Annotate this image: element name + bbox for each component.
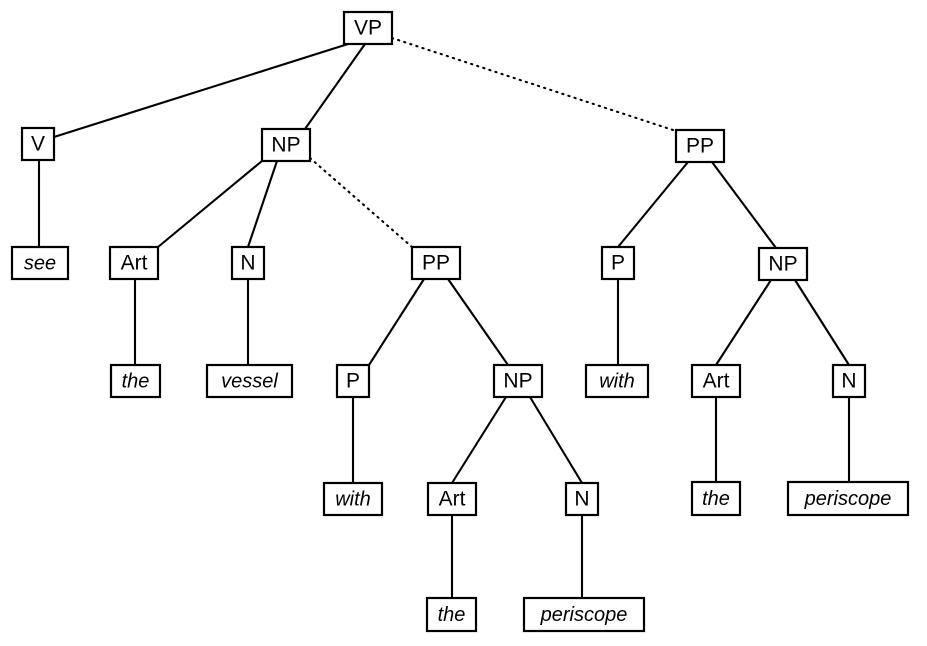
tree-node-art-right: Art <box>690 363 742 399</box>
node-label-art-right: Art <box>703 370 730 393</box>
node-label-np-right: NP <box>768 253 797 276</box>
tree-node-see: see <box>10 245 70 281</box>
node-box-np-low <box>492 363 544 399</box>
node-box-art-low <box>426 481 478 517</box>
node-label-art1: Art <box>121 252 148 275</box>
node-box-art1 <box>108 245 160 281</box>
tree-node-with-right: with <box>584 363 650 399</box>
tree-node-n-low: N <box>564 481 600 517</box>
tree-node-p-right: P <box>600 245 636 281</box>
node-box-with-low <box>322 481 384 517</box>
node-label-n1: N <box>240 252 255 275</box>
node-label-p-low: P <box>346 370 360 393</box>
node-label-vp: VP <box>354 17 382 40</box>
tree-edge-pp-right-to-p-right <box>617 161 689 248</box>
node-label-the1: the <box>122 370 150 392</box>
node-box-np1 <box>260 127 312 163</box>
tree-node-np1: NP <box>260 127 312 163</box>
tree-edge-vp-to-v <box>53 42 349 139</box>
node-label-the-low: the <box>438 604 466 626</box>
tree-edge-np-low-to-n-low <box>529 396 583 484</box>
tree-edge-vp-to-np1 <box>304 43 366 130</box>
tree-node-np-low: NP <box>492 363 544 399</box>
tree-edge-np-right-to-art-right <box>715 279 772 366</box>
node-label-np1: NP <box>271 134 300 157</box>
node-box-n-right <box>831 363 867 399</box>
node-box-pp-right <box>674 128 726 164</box>
node-label-p-right: P <box>611 252 625 275</box>
tree-node-the-right: the <box>690 480 742 517</box>
tree-node-peri-low: periscope <box>522 596 646 633</box>
node-box-the-low <box>425 596 478 633</box>
tree-node-the-low: the <box>425 596 478 633</box>
edge-layer <box>37 36 851 598</box>
node-box-peri-low <box>522 596 646 633</box>
tree-node-np-right: NP <box>757 246 809 282</box>
node-label-with-low: with <box>335 488 371 510</box>
tree-node-peri-right: periscope <box>786 480 910 517</box>
tree-node-art1: Art <box>108 245 160 281</box>
tree-node-n1: N <box>230 245 266 281</box>
tree-edge-pp-right-to-np-right <box>711 161 777 249</box>
node-box-pp-low <box>410 245 462 281</box>
node-box-the-right <box>690 480 742 517</box>
node-label-with-right: with <box>599 370 635 392</box>
node-label-pp-right: PP <box>686 135 714 158</box>
node-label-peri-right: periscope <box>804 488 892 510</box>
node-label-np-low: NP <box>503 370 532 393</box>
node-label-n-low: N <box>574 488 589 511</box>
node-label-vessel: vessel <box>221 370 278 392</box>
node-box-p-low <box>335 363 371 399</box>
node-box-p-right <box>600 245 636 281</box>
tree-edge-pp-low-to-np-low <box>447 278 509 366</box>
tree-edge-vp-to-pp-right <box>390 36 678 133</box>
tree-edge-np-right-to-n-right <box>794 279 850 366</box>
tree-node-with-low: with <box>322 481 384 517</box>
tree-edge-np1-to-pp-low <box>308 156 414 249</box>
node-box-np-right <box>757 246 809 282</box>
node-box-with-right <box>584 363 650 399</box>
node-box-vp <box>342 10 394 46</box>
tree-edge-pp-low-to-p-low <box>368 278 425 366</box>
node-label-v: V <box>31 133 45 156</box>
node-label-pp-low: PP <box>422 252 450 275</box>
tree-edge-np1-to-n1 <box>247 160 278 248</box>
tree-node-p-low: P <box>335 363 371 399</box>
node-label-the-right: the <box>702 488 730 510</box>
node-box-n-low <box>564 481 600 517</box>
node-label-n-right: N <box>841 370 856 393</box>
node-box-peri-right <box>786 480 910 517</box>
node-box-v <box>20 126 56 162</box>
node-box-vessel <box>205 363 294 399</box>
tree-edge-np-low-to-art-low <box>451 396 507 484</box>
node-label-peri-low: periscope <box>540 604 628 626</box>
node-box-see <box>10 245 70 281</box>
tree-node-vp: VP <box>342 10 394 46</box>
tree-node-pp-right: PP <box>674 128 726 164</box>
node-box-n1 <box>230 245 266 281</box>
tree-node-pp-low: PP <box>410 245 462 281</box>
tree-node-n-right: N <box>831 363 867 399</box>
node-label-see: see <box>24 252 56 274</box>
tree-edge-np1-to-art1 <box>157 160 263 248</box>
node-box-art-right <box>690 363 742 399</box>
tree-node-art-low: Art <box>426 481 478 517</box>
tree-node-vessel: vessel <box>205 363 294 399</box>
node-box-the1 <box>109 363 162 399</box>
tree-node-v: V <box>20 126 56 162</box>
node-label-art-low: Art <box>439 488 466 511</box>
tree-node-the1: the <box>109 363 162 399</box>
